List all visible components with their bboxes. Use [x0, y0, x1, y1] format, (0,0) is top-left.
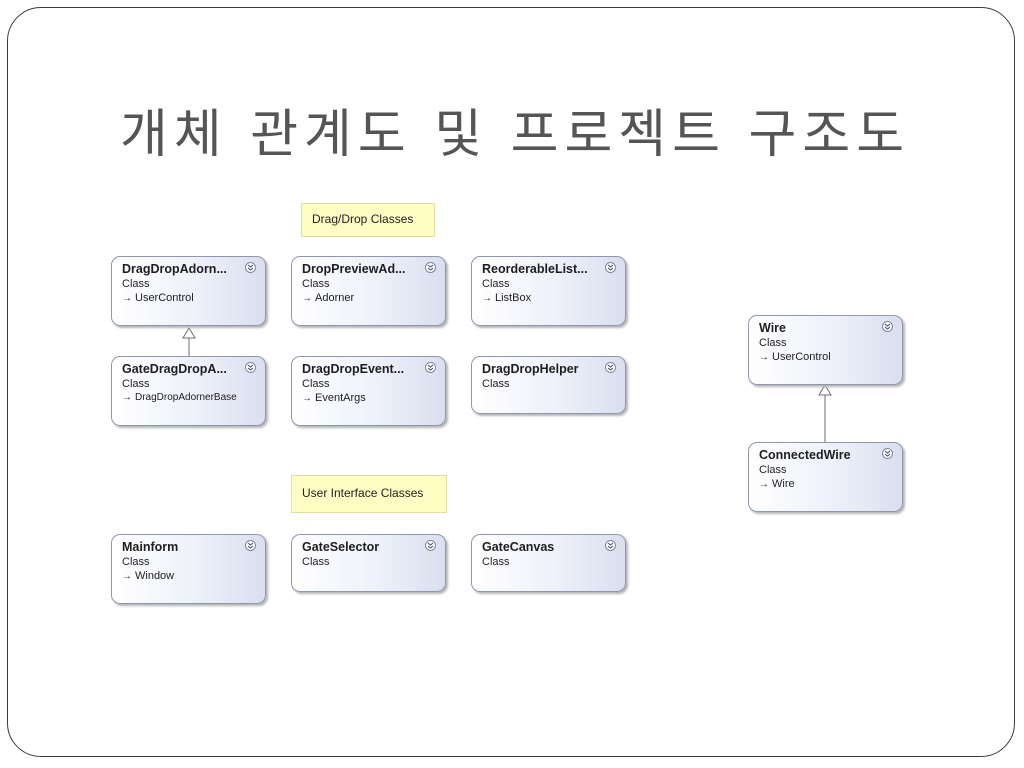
slide-title: 개체 관계도 및 프로젝트 구조도: [120, 105, 911, 165]
class-kind: Class: [122, 278, 150, 290]
class-box-wire[interactable]: Wire Class →UserControl: [748, 315, 903, 385]
note-ui-classes: User Interface Classes: [291, 475, 447, 513]
class-base: →UserControl: [759, 350, 902, 365]
note-dragdrop-label: Drag/Drop Classes: [312, 212, 414, 226]
class-box-reorderablelist[interactable]: ReorderableList... Class →ListBox: [471, 256, 626, 326]
class-name: DragDropAdorn...: [122, 262, 227, 276]
inheritance-arrow-connectedwire: [818, 384, 832, 442]
expand-toggle-icon[interactable]: [425, 362, 436, 373]
expand-toggle-icon[interactable]: [425, 262, 436, 273]
class-base-name: Adorner: [315, 292, 355, 304]
class-name: Wire: [759, 321, 786, 335]
class-base-name: Wire: [772, 478, 795, 490]
class-name: Mainform: [122, 540, 179, 554]
expand-toggle-icon[interactable]: [882, 448, 893, 459]
class-base: →Window: [122, 569, 265, 584]
expand-toggle-icon[interactable]: [605, 362, 616, 373]
expand-toggle-icon[interactable]: [605, 540, 616, 551]
class-name: DropPreviewAd...: [302, 262, 406, 276]
expand-toggle-icon[interactable]: [605, 262, 616, 273]
class-kind: Class: [302, 378, 330, 390]
expand-toggle-icon[interactable]: [425, 540, 436, 551]
class-base: →Wire: [759, 477, 902, 492]
expand-toggle-icon[interactable]: [245, 540, 256, 551]
class-base-name: Window: [135, 570, 175, 582]
note-ui-label: User Interface Classes: [302, 486, 424, 500]
expand-toggle-icon[interactable]: [245, 262, 256, 273]
class-name: ConnectedWire: [759, 448, 851, 462]
class-name: ReorderableList...: [482, 262, 588, 276]
expand-toggle-icon[interactable]: [245, 362, 256, 373]
class-base: →EventArgs: [302, 391, 445, 406]
class-box-dragdropadorner[interactable]: DragDropAdorn... Class →UserControl: [111, 256, 266, 326]
class-base-name: EventArgs: [315, 392, 366, 404]
inherits-arrow-icon: →: [759, 352, 769, 363]
slide: 개체 관계도 및 프로젝트 구조도 Drag/Drop Classes User…: [7, 7, 1015, 757]
class-name: GateSelector: [302, 540, 380, 554]
class-base: →DragDropAdornerBase: [122, 391, 265, 405]
class-kind: Class: [122, 556, 150, 568]
inheritance-arrow-gatedragdropa: [182, 327, 196, 356]
inherits-arrow-icon: →: [122, 571, 132, 582]
inherits-arrow-icon: →: [759, 479, 769, 490]
class-box-gatecanvas[interactable]: GateCanvas Class: [471, 534, 626, 592]
class-base: →ListBox: [482, 291, 625, 306]
class-box-connectedwire[interactable]: ConnectedWire Class →Wire: [748, 442, 903, 512]
class-box-dragdrophelper[interactable]: DragDropHelper Class: [471, 356, 626, 414]
inherits-arrow-icon: →: [482, 293, 492, 304]
class-box-mainform[interactable]: Mainform Class →Window: [111, 534, 266, 604]
class-kind: Class: [482, 556, 510, 568]
note-dragdrop-classes: Drag/Drop Classes: [301, 203, 435, 237]
class-box-droppreviewad[interactable]: DropPreviewAd... Class →Adorner: [291, 256, 446, 326]
class-base: →Adorner: [302, 291, 445, 306]
class-kind: Class: [122, 378, 150, 390]
inherits-arrow-icon: →: [302, 393, 312, 404]
class-kind: Class: [759, 464, 787, 476]
class-kind: Class: [759, 337, 787, 349]
class-base-name: UserControl: [135, 292, 194, 304]
class-kind: Class: [482, 278, 510, 290]
inherits-arrow-icon: →: [122, 293, 132, 304]
class-name: GateCanvas: [482, 540, 555, 554]
class-kind: Class: [482, 378, 510, 390]
class-box-gatedragdropa[interactable]: GateDragDropA... Class →DragDropAdornerB…: [111, 356, 266, 426]
class-box-gateselector[interactable]: GateSelector Class: [291, 534, 446, 592]
class-base-name: UserControl: [772, 351, 831, 363]
class-kind: Class: [302, 556, 330, 568]
inherits-arrow-icon: →: [302, 293, 312, 304]
class-base-name: DragDropAdornerBase: [135, 392, 237, 403]
inherits-arrow-icon: →: [122, 392, 132, 403]
class-base: →UserControl: [122, 291, 265, 306]
class-box-dragdropevent[interactable]: DragDropEvent... Class →EventArgs: [291, 356, 446, 426]
class-name: GateDragDropA...: [122, 362, 227, 376]
class-base-name: ListBox: [495, 292, 532, 304]
class-name: DragDropHelper: [482, 362, 579, 376]
class-kind: Class: [302, 278, 330, 290]
class-name: DragDropEvent...: [302, 362, 405, 376]
expand-toggle-icon[interactable]: [882, 321, 893, 332]
